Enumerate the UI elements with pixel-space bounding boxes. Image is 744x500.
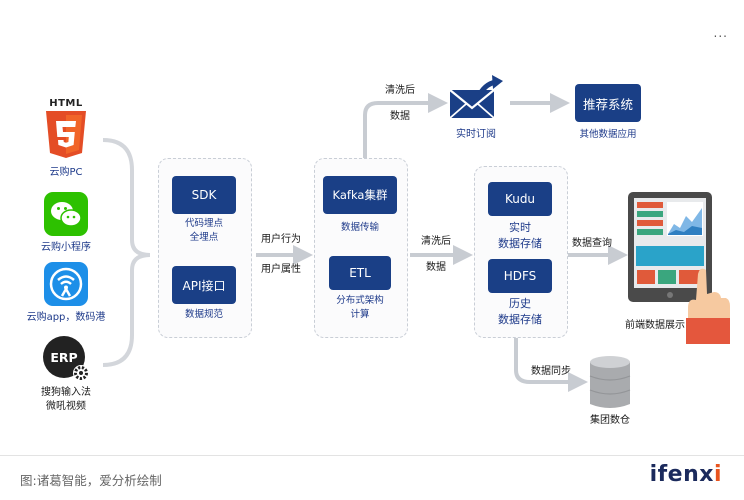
more-menu[interactable]: ... (713, 26, 728, 40)
edge-data-sync: 数据同步 (531, 366, 571, 377)
source-label-pc: 云购PC (49, 167, 83, 178)
subscribe-label: 实时订阅 (456, 129, 496, 140)
arrow-data-sync (514, 335, 588, 392)
html5-icon: HTML (42, 98, 90, 160)
html5-logo-text: HTML (49, 98, 83, 109)
kudu-label: 实时 数据存储 (498, 221, 542, 250)
wechat-icon (44, 192, 88, 236)
erp-icon: ERP (41, 334, 91, 381)
sdk-box: SDK (172, 176, 236, 214)
kafka-box: Kafka集群 (323, 176, 397, 214)
hdfs-label: 历史 数据存储 (498, 297, 542, 326)
kudu-box: Kudu (488, 182, 552, 216)
edge-data-query: 数据查询 (572, 238, 612, 249)
edge-clean-mid-2: 数据 (426, 262, 446, 273)
api-label: 数据规范 (184, 309, 223, 320)
sdk-label: 代码埋点 全埋点 (184, 218, 223, 243)
etl-box: ETL (329, 256, 391, 290)
footer-divider (0, 455, 744, 456)
erp-logo-text: ERP (50, 349, 78, 365)
edge-clean-top-2: 数据 (390, 111, 410, 122)
edge-clean-mid-1: 清洗后 (421, 236, 451, 247)
source-label-app: 云购app，数码港 (26, 312, 106, 323)
brand-logo-main: ifenx (649, 462, 714, 487)
kafka-label: 数据传输 (340, 222, 379, 233)
recommend-box: 推荐系统 (575, 84, 641, 122)
footer-caption: 图:诸葛智能，爱分析绘制 (20, 473, 162, 488)
brand-logo: ifenxi (650, 462, 722, 487)
source-label-sogou: 搜狗输入法 微吼视频 (41, 387, 91, 412)
sources-brace (102, 138, 151, 367)
edge-user-attributes: 用户属性 (261, 264, 301, 275)
api-box: API接口 (172, 266, 236, 304)
email-forward-icon (448, 74, 504, 122)
database-icon (586, 354, 634, 412)
source-label-miniprogram: 云购小程序 (41, 242, 91, 253)
arrow-to-subscribe (363, 93, 448, 160)
frontend-label: 前端数据展示 (625, 320, 685, 331)
brand-logo-accent: i (713, 462, 722, 487)
warehouse-label: 集团数仓 (590, 415, 630, 426)
etl-label: 分布式架构 计算 (336, 295, 384, 320)
recommend-label: 其他数据应用 (579, 129, 637, 140)
wifi-app-icon (44, 262, 88, 306)
edge-user-behavior: 用户行为 (261, 234, 301, 245)
tablet-dashboard-icon (626, 190, 732, 346)
hdfs-box: HDFS (488, 259, 552, 293)
edge-clean-top-1: 清洗后 (385, 85, 415, 96)
